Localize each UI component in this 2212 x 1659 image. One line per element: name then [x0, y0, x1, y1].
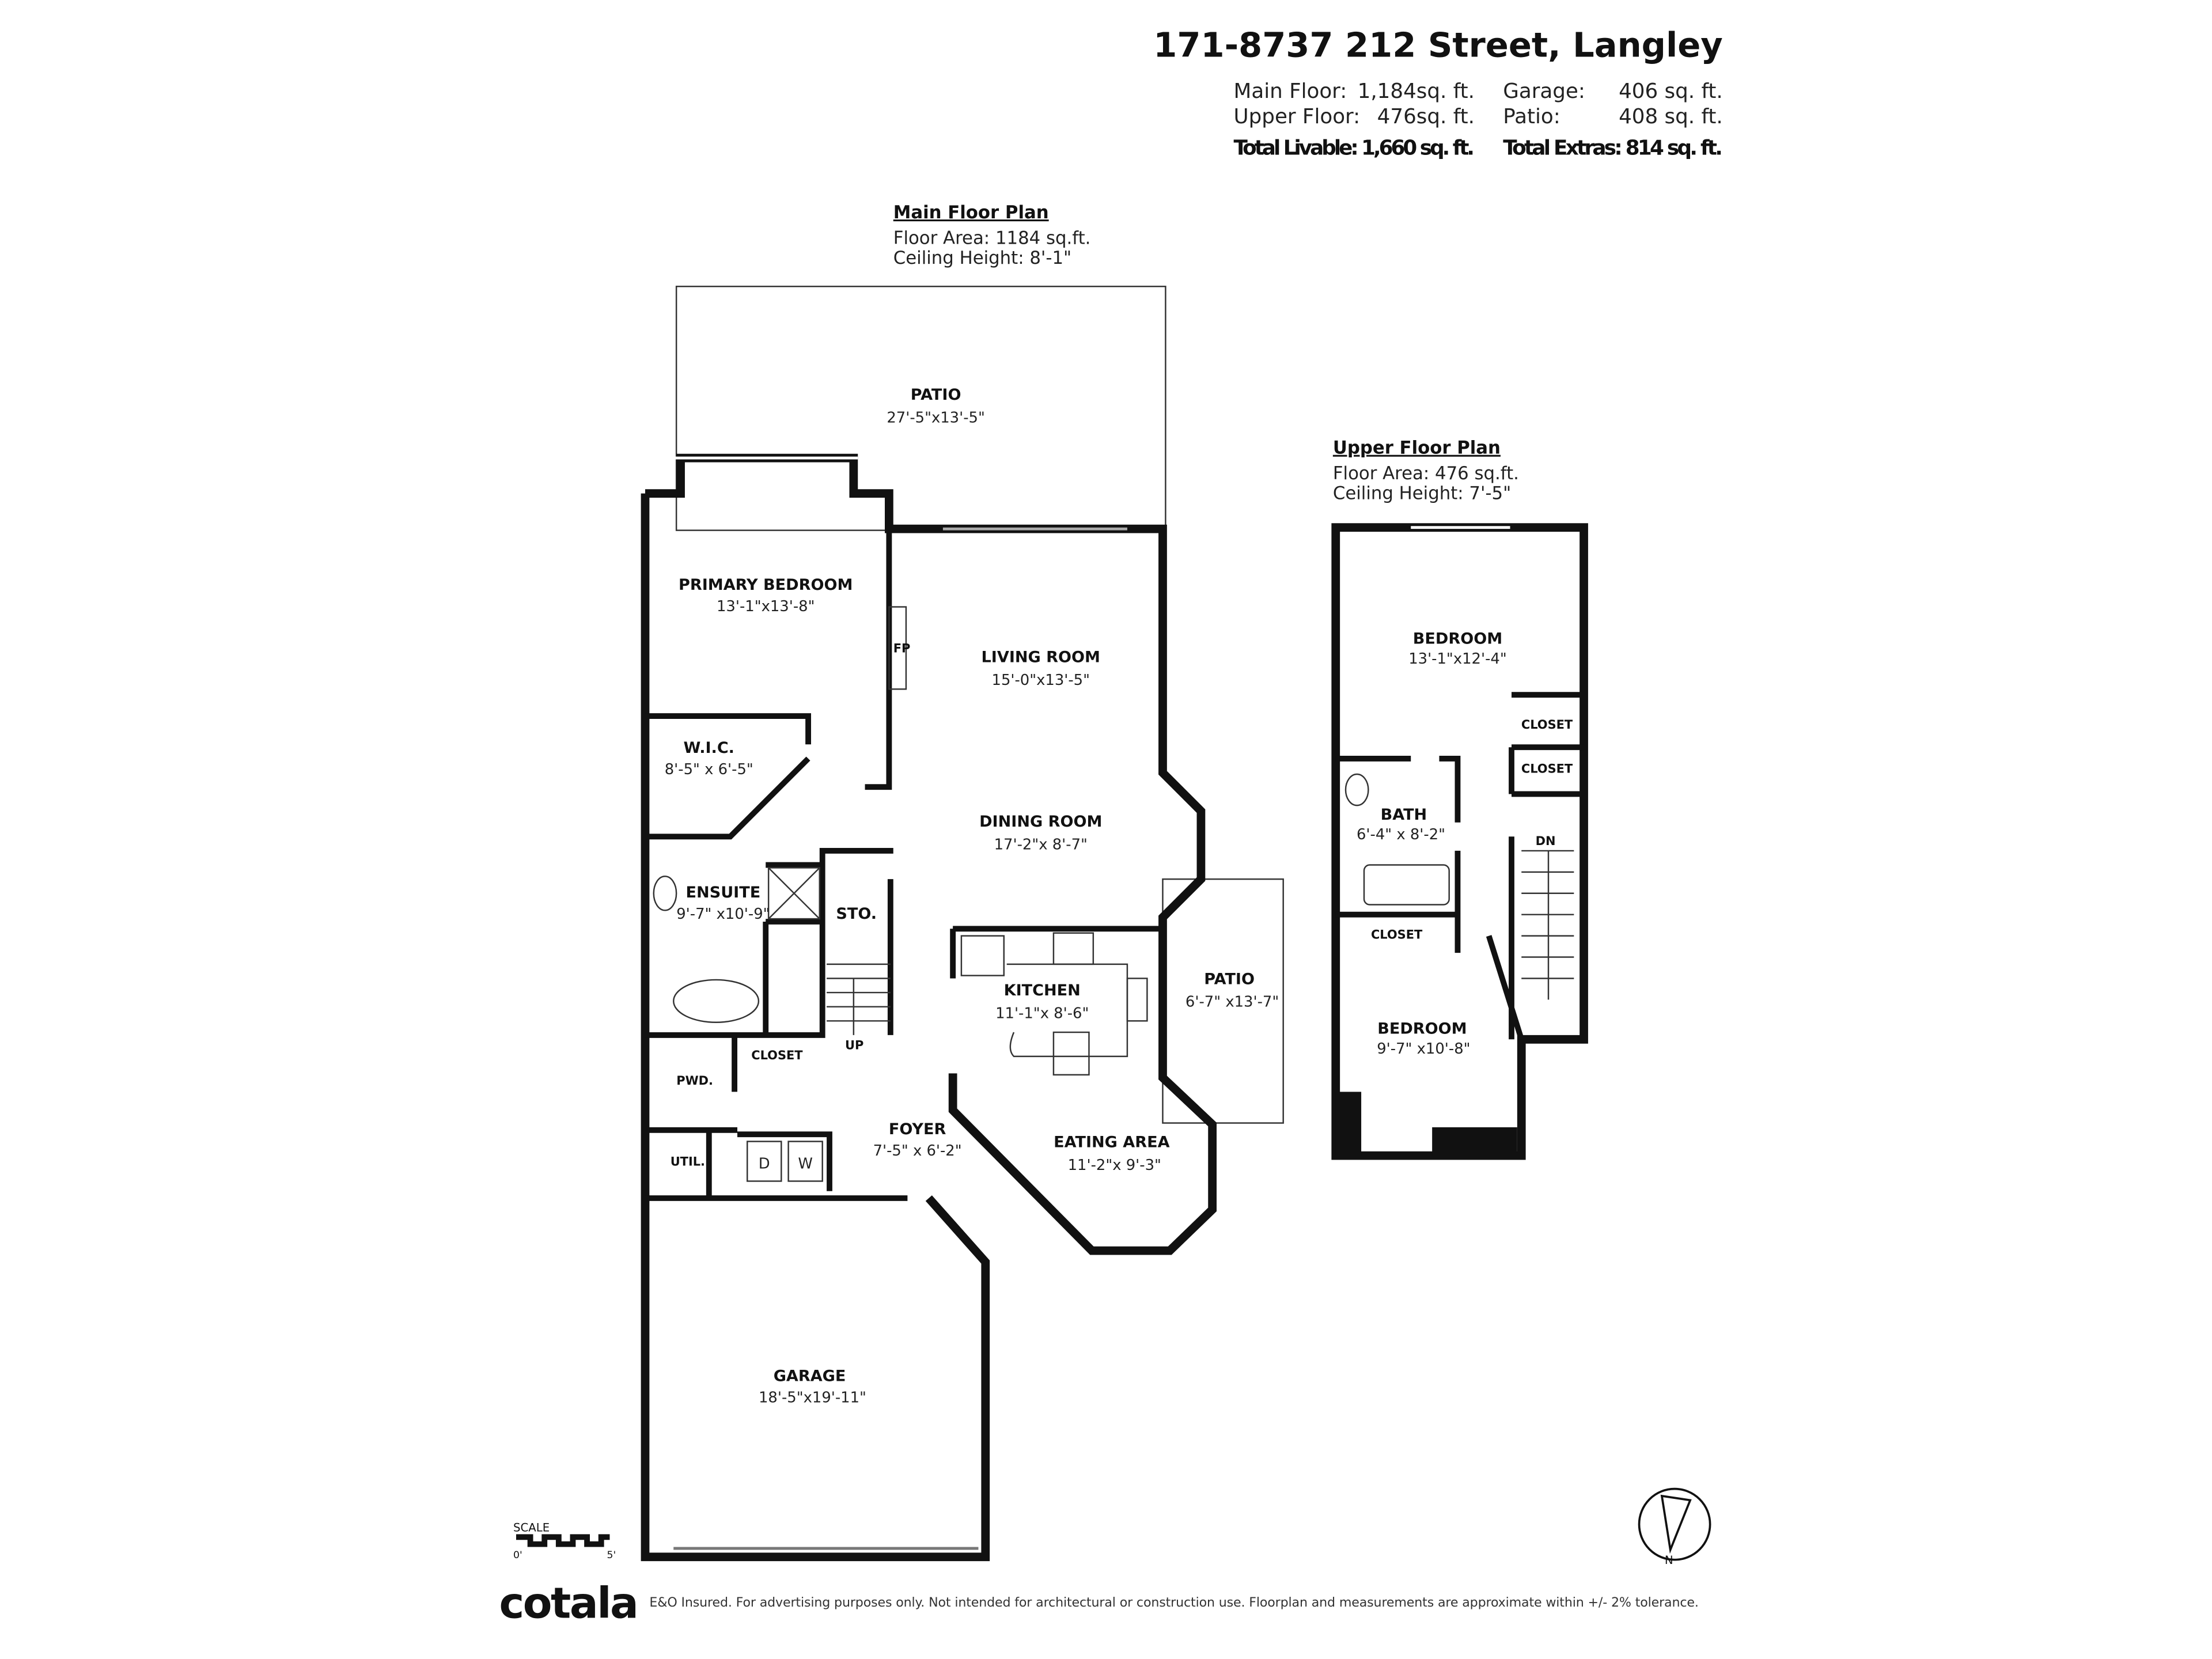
- kitchen-counter: [1006, 963, 1128, 1058]
- room-name-kitchen: KITCHEN: [1004, 982, 1081, 999]
- garage-exterior-wall: [641, 493, 990, 1562]
- room-dims-upper-bedroom-2: 9'-7" x10'-8": [1377, 1040, 1470, 1058]
- dryer: [747, 1141, 782, 1182]
- stat-patio-value: 408 sq. ft.: [1619, 105, 1723, 128]
- room-dims-eating-area: 11'-2"x 9'-3": [1068, 1157, 1161, 1174]
- room-dims-foyer: 7'-5" x 6'-2": [873, 1142, 962, 1160]
- washer: [787, 1141, 823, 1182]
- bathtub: [673, 979, 760, 1024]
- total-extras: Total Extras: 814 sq. ft.: [1503, 136, 1723, 160]
- fireplace-label: FP: [893, 641, 911, 655]
- stat-main-floor-value: 1,184sq. ft.: [1358, 79, 1475, 103]
- fireplace: [888, 606, 907, 690]
- scale-start: 0': [513, 1550, 522, 1561]
- room-name-upper-bedroom-1: BEDROOM: [1413, 630, 1502, 648]
- room-dims-upper-bath: 6'-4" x 8'-2": [1357, 826, 1445, 843]
- disclaimer: E&O Insured. For advertising purposes on…: [649, 1595, 1699, 1610]
- upper-wall-block: [1335, 1092, 1362, 1156]
- shower: [767, 867, 820, 920]
- main-floor-ceiling: Ceiling Height: 8'-1": [893, 248, 1071, 268]
- room-dims-dining-room: 17'-2"x 8'-7": [994, 836, 1088, 853]
- compass-north-label: N: [1665, 1554, 1673, 1567]
- room-name-wic: W.I.C.: [684, 739, 734, 757]
- room-dims-ensuite: 9'-7" x10'-9": [676, 906, 770, 923]
- room-name-garage: GARAGE: [774, 1368, 846, 1385]
- upper-bathtub: [1363, 864, 1450, 906]
- room-name-upper-closet-3: CLOSET: [1371, 928, 1423, 942]
- kitchen-island-cooktop: [1052, 1031, 1090, 1076]
- room-name-foyer: FOYER: [889, 1120, 946, 1138]
- room-name-upper-closet-1: CLOSET: [1521, 718, 1573, 732]
- main-floor-info: Main Floor Plan Floor Area: 1184 sq.ft. …: [893, 202, 1091, 268]
- room-name-closet: CLOSET: [751, 1048, 803, 1062]
- upper-floor-info: Upper Floor Plan Floor Area: 476 sq.ft. …: [1333, 438, 1519, 504]
- stairs-up-label: UP: [845, 1039, 863, 1052]
- room-dims-garage: 18'-5"x19'-11": [759, 1389, 866, 1406]
- total-livable: Total Livable: 1,660 sq. ft.: [1234, 136, 1475, 160]
- room-name-upper-bedroom-2: BEDROOM: [1377, 1020, 1467, 1037]
- room-dims-wic: 8'-5" x 6'-5": [665, 761, 753, 778]
- main-floor-title: Main Floor Plan: [893, 202, 1049, 223]
- room-name-living-room: LIVING ROOM: [982, 649, 1100, 666]
- upper-floor-plan: DN BEDROOM 13'-1"x12'-4" CLOSET CLOSET B…: [1331, 523, 1588, 1160]
- upper-wall-block-2: [1432, 1127, 1517, 1156]
- rear-patio-outline: [675, 286, 1166, 531]
- shower-drain-icon: [768, 867, 820, 919]
- room-dims-patio-side: 6'-7" x13'-7": [1185, 994, 1279, 1011]
- stat-garage-label: Garage:: [1503, 79, 1585, 103]
- scale-bar: SCALE 0' 5': [513, 1521, 616, 1561]
- footer: cotala E&O Insured. For advertising purp…: [499, 1579, 1698, 1628]
- stat-main-floor-label: Main Floor:: [1234, 79, 1347, 103]
- scale-bar-graphic: [516, 1534, 610, 1547]
- kitchen-sink: [1126, 978, 1148, 1022]
- upper-interior-walls: [1335, 692, 1584, 1040]
- room-name-eating-area: EATING AREA: [1054, 1133, 1169, 1151]
- room-name-ensuite: ENSUITE: [686, 884, 761, 902]
- upper-bath-sink: [1344, 773, 1369, 806]
- room-dims-upper-bedroom-1: 13'-1"x12'-4": [1408, 650, 1506, 668]
- washer-label: W: [798, 1155, 813, 1172]
- room-name-patio-rear: PATIO: [911, 386, 961, 404]
- room-dims-living-room: 15'-0"x13'-5": [992, 672, 1090, 689]
- room-name-upper-bath: BATH: [1381, 806, 1427, 824]
- stat-patio-label: Patio:: [1503, 105, 1560, 128]
- north-arrow-icon: N: [1638, 1487, 1711, 1567]
- address-title: 171-8737 212 Street, Langley: [1153, 25, 1722, 65]
- scale-end: 5': [607, 1550, 616, 1561]
- stat-garage-value: 406 sq. ft.: [1619, 79, 1723, 103]
- room-dims-kitchen: 11'-1"x 8'-6": [995, 1005, 1089, 1022]
- stove: [1052, 932, 1094, 965]
- upper-floor-ceiling: Ceiling Height: 7'-5": [1333, 483, 1511, 503]
- main-stairs: [827, 963, 891, 1035]
- header: 171-8737 212 Street, Langley Main Floor:…: [1153, 25, 1722, 160]
- stat-upper-floor-label: Upper Floor:: [1234, 105, 1361, 128]
- room-name-patio-side: PATIO: [1204, 970, 1255, 988]
- ensuite-sink: [653, 876, 677, 911]
- upper-stairs: [1521, 850, 1574, 1000]
- interior-walls: [645, 529, 1166, 1201]
- stairs-down-label: DN: [1536, 834, 1556, 848]
- upper-floor-title: Upper Floor Plan: [1333, 438, 1501, 459]
- room-name-storage: STO.: [836, 905, 877, 923]
- fridge: [960, 935, 1005, 976]
- room-dims-primary-bedroom: 13'-1"x13'-8": [717, 598, 815, 615]
- stat-upper-floor-value: 476sq. ft.: [1377, 105, 1475, 128]
- upper-floor-area: Floor Area: 476 sq.ft.: [1333, 463, 1519, 484]
- room-name-utility: UTIL.: [671, 1154, 705, 1168]
- room-dims-patio-rear: 27'-5"x13'-5": [887, 410, 984, 427]
- scale-label: SCALE: [513, 1521, 550, 1534]
- cotala-logo: cotala: [499, 1579, 637, 1628]
- room-name-dining-room: DINING ROOM: [979, 813, 1102, 831]
- main-floor-plan: FP UP D W PATIO 27'-5"x13'-5" PRIMARY BE…: [641, 286, 1284, 1562]
- main-floor-area: Floor Area: 1184 sq.ft.: [893, 228, 1091, 248]
- room-name-powder: PWD.: [676, 1074, 713, 1088]
- room-name-upper-closet-2: CLOSET: [1521, 762, 1573, 776]
- dryer-label: D: [759, 1155, 770, 1172]
- room-name-primary-bedroom: PRIMARY BEDROOM: [679, 576, 853, 594]
